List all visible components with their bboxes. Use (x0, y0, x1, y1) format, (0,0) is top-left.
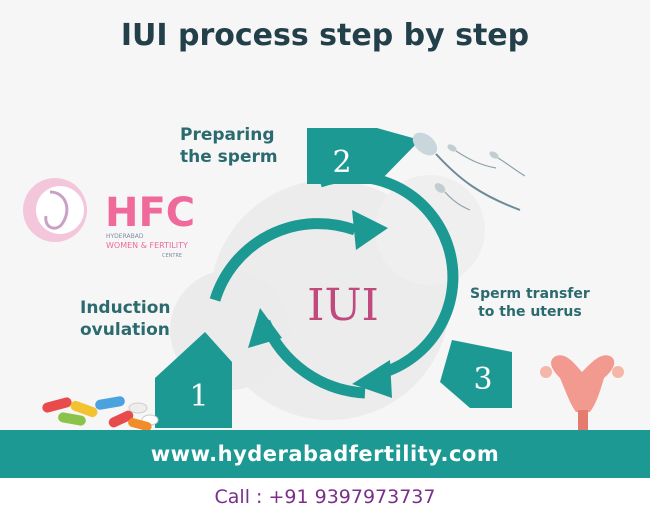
step-1-label: Induction ovulation (80, 297, 171, 341)
step-box-1 (155, 332, 232, 428)
page-title: IUI process step by step (120, 18, 530, 53)
diagram-area: 2 1 3 IUI (23, 18, 624, 430)
step-2-label-line2: the sperm (180, 147, 278, 168)
logo-line1: HYDERABAD (106, 233, 144, 240)
pills-illustration (42, 396, 159, 430)
iui-center-label: IUI (307, 280, 379, 331)
arrowhead-bottom (352, 360, 392, 398)
uterus-illustration (540, 355, 624, 430)
step-3-label-line2: to the uterus (478, 304, 582, 321)
step-2-label: Preparing the sperm (180, 124, 278, 168)
arrowhead-top (352, 210, 388, 250)
arrow-left-arc (209, 218, 357, 302)
hfc-logo: HFC HYDERABAD WOMEN & FERTILITY CENTRE (23, 178, 195, 259)
website-banner: www.hyderabadfertility.com (0, 430, 650, 478)
step-3-label-line1: Sperm transfer (470, 286, 590, 302)
step-box-2 (307, 128, 420, 184)
arrowhead-left (248, 308, 282, 348)
step-1-label-line2: ovulation (80, 320, 170, 341)
step-3-label: Sperm transfer to the uterus (470, 285, 590, 321)
step-1-label-line1: Induction (80, 298, 171, 318)
step-box-3 (440, 340, 512, 408)
step-number-2: 2 (332, 145, 351, 180)
website-link[interactable]: www.hyderabadfertility.com (150, 442, 500, 466)
cycle-diagram: 2 1 3 IUI (23, 128, 624, 430)
sperm-illustration (412, 132, 526, 211)
logo-line3: CENTRE (162, 253, 182, 259)
logo-line2: WOMEN & FERTILITY (106, 241, 188, 250)
step-number-1: 1 (189, 379, 208, 414)
logo-initials: HFC (105, 190, 195, 236)
arrow-heads (248, 210, 392, 398)
step-2-label-line1: Preparing (180, 125, 275, 145)
step-number-3: 3 (473, 362, 492, 397)
call-number[interactable]: Call : +91 9397973737 (214, 486, 436, 508)
